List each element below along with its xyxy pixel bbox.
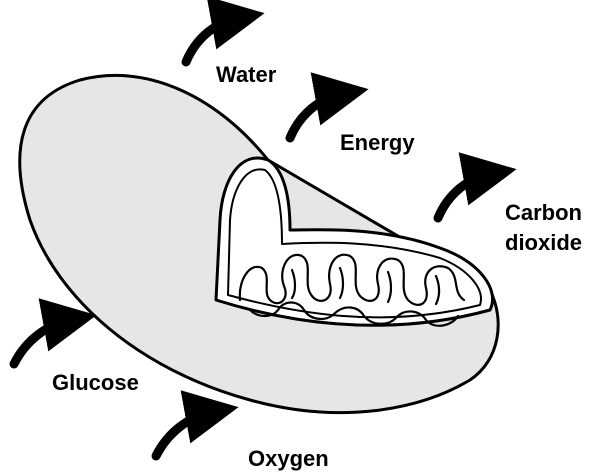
inner-membrane	[228, 169, 481, 317]
glucose-label: Glucose	[52, 368, 139, 398]
oxygen-arrow-icon	[156, 412, 212, 456]
energy-label: Energy	[340, 128, 415, 158]
carbon-label-line2: dioxide	[505, 228, 582, 258]
energy-arrow-icon	[290, 94, 342, 138]
water-arrow-icon	[186, 18, 238, 62]
oxygen-label: Oxygen	[248, 444, 329, 474]
water-label: Water	[216, 60, 276, 90]
carbon-label-line1: Carbon	[505, 198, 582, 228]
carbon-dioxide-arrow-icon	[438, 174, 490, 218]
carbon-dioxide-label: Carbon dioxide	[505, 198, 582, 258]
glucose-arrow-icon	[14, 320, 70, 364]
